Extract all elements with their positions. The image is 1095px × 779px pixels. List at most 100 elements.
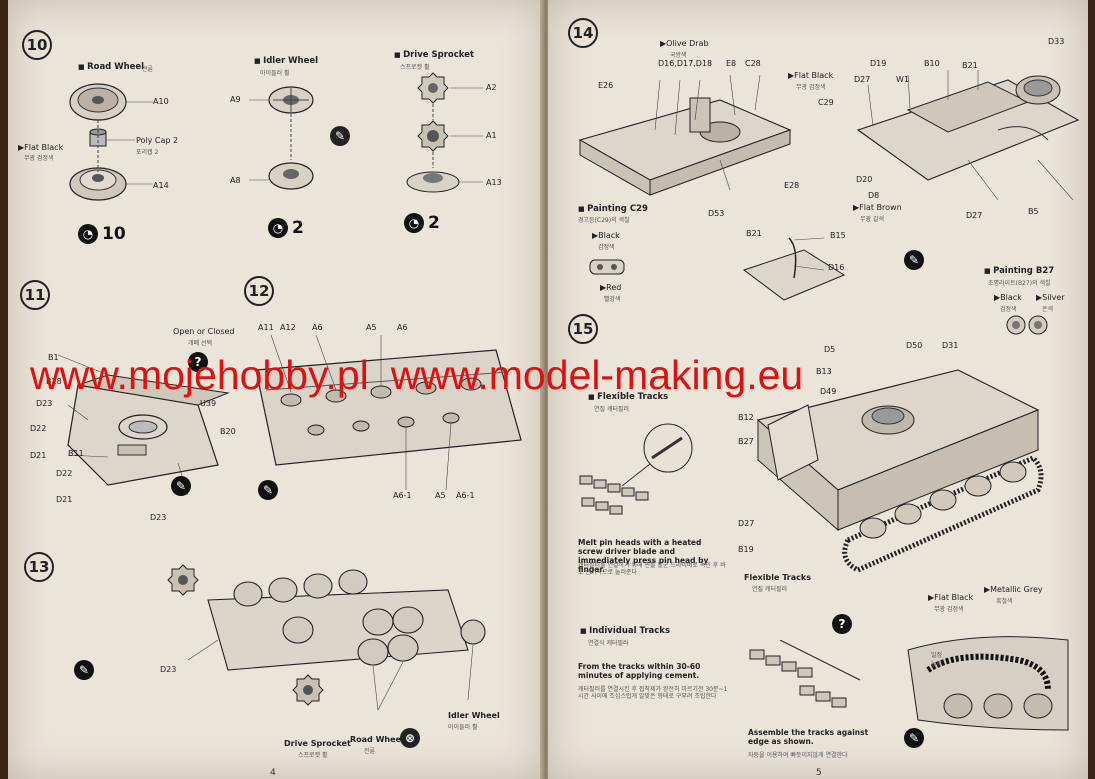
hull-with-tracks-drawing	[756, 369, 1044, 573]
open-closed-korean: 개폐 선택	[188, 340, 212, 347]
right-page: 14 ▶Olive Drab 국방색 D16,D17,D18 E8 C28 E2…	[548, 0, 1088, 779]
part-label-d53: D53	[708, 209, 725, 218]
hatch-sub-assembly-drawing	[742, 237, 846, 301]
step-14-number: 14	[568, 18, 598, 48]
part-label-b20: B20	[220, 427, 236, 436]
part-label-a2: A2	[486, 83, 497, 92]
glue-tube-icon: ✎	[74, 660, 94, 680]
flexible-tracks-label: Flexible Tracks	[744, 573, 811, 582]
paint-metallic-grey-korean: 흑철색	[996, 598, 1013, 605]
part-label-d19: D19	[870, 59, 887, 68]
paint-flat-brown-korean: 무광 갈색	[860, 216, 884, 223]
paint-silver-korean: 은색	[1042, 306, 1054, 313]
part-label-a6: A6	[312, 323, 323, 332]
part-label-e28: E28	[784, 181, 800, 190]
part-label-b10: B10	[924, 59, 940, 68]
part-label-d50: D50	[906, 341, 923, 350]
drive-sprocket-label: Drive Sprocket	[284, 739, 351, 748]
b27-light-drawing	[1006, 315, 1048, 335]
part-label-d22b: D22	[56, 469, 73, 478]
part-label-a6-1: A6-1	[393, 491, 412, 500]
idler-wheel-drawing	[249, 86, 314, 190]
flexible-tracks-title: Flexible Tracks	[588, 392, 668, 402]
part-label-a5b: A5	[435, 491, 446, 500]
rear-deck-drawing	[856, 70, 1080, 201]
part-label-d21b: D21	[56, 495, 73, 504]
step-12-number: 12	[244, 276, 274, 306]
part-label-b21-sub: B21	[746, 229, 762, 238]
part-label-polycap: Poly Cap 2	[136, 136, 179, 145]
question-choice-icon: ?	[832, 614, 852, 634]
part-label-a5: A5	[366, 323, 377, 332]
question-choice-icon: ?	[188, 352, 208, 372]
cement-glue-icon: ◔	[268, 218, 288, 238]
individual-tracks-korean: 연결식 캐터필러	[588, 640, 629, 647]
glue-tube-icon: ✎	[258, 480, 278, 500]
paint-black-c29-korean: 검정색	[598, 244, 615, 251]
individual-track-links-drawing	[749, 640, 861, 708]
painting-c29-korean: 경고등(C29)의 색칠	[578, 217, 630, 224]
part-label-d22: D22	[30, 424, 47, 433]
glue-tube-icon: ✎	[171, 476, 191, 496]
part-label-e26: E26	[598, 81, 614, 90]
part-label-a8: A8	[230, 176, 241, 185]
part-label-a1: A1	[486, 131, 497, 140]
rear-hull-drawing	[578, 74, 792, 196]
paint-olive-drab: ▶Olive Drab	[660, 39, 709, 48]
paint-flat-black-15-korean: 무광 검정색	[934, 606, 964, 613]
paint-flat-black-14-korean: 무광 검정색	[796, 84, 826, 91]
paint-flat-black-korean: 무광 검정색	[24, 155, 54, 162]
drive-sprocket-drawing	[406, 72, 483, 193]
part-label-d23-step13: D23	[160, 665, 177, 674]
do-not-glue-icon: ⊗	[400, 728, 420, 748]
painting-b27-title: Painting B27	[984, 266, 1054, 276]
part-label-b5: B5	[1028, 207, 1039, 216]
paint-flat-black: ▶Flat Black	[18, 143, 64, 152]
part-label-c29: C29	[818, 98, 834, 107]
paint-black-b27-korean: 검정색	[1000, 306, 1017, 313]
glue-tube-icon: ✎	[330, 126, 350, 146]
watermark-left-url: www.mojehobby.pl	[30, 352, 369, 398]
part-label-a6b: A6	[397, 323, 408, 332]
left-page-number: 4	[270, 768, 276, 778]
idler-wheel-quantity: 2	[292, 218, 304, 238]
part-label-b27: B27	[738, 437, 754, 446]
part-label-d8: D8	[868, 191, 880, 200]
suspension-assembly-drawing	[167, 564, 486, 711]
part-label-b21: B21	[962, 61, 978, 70]
painting-c29-title: Painting C29	[578, 204, 648, 214]
part-label-d27b: D27	[966, 211, 983, 220]
road-wheel-quantity: 10	[102, 224, 126, 244]
part-label-d33: D33	[1048, 37, 1065, 46]
part-label-d16: D16	[828, 263, 845, 272]
road-wheel-drawing	[69, 83, 153, 201]
paint-metallic-grey: ▶Metallic Grey	[984, 585, 1043, 594]
part-label-d21: D21	[30, 451, 47, 460]
part-label-a6-1b: A6-1	[456, 491, 475, 500]
part-label-c28: C28	[745, 59, 761, 68]
part-label-d49: D49	[820, 387, 837, 396]
road-wheel-title: Road Wheel	[78, 62, 144, 72]
step-15-number: 15	[568, 314, 598, 344]
part-label-d23: D23	[36, 399, 53, 408]
paint-red-korean: 빨강색	[604, 296, 621, 303]
flexible-tracks-korean: 연질 캐터필러	[594, 406, 630, 413]
idler-wheel-label-korean: 아이들러 휠	[448, 724, 478, 731]
polycap-korean: 포리캡 2	[136, 149, 159, 156]
left-page: 10 Road Wheel 전륜 A10 Poly Cap 2 포리캡 2 A1…	[8, 0, 543, 779]
c29-light-drawing	[589, 259, 625, 275]
part-label-a9: A9	[230, 95, 241, 104]
paint-silver: ▶Silver	[1036, 293, 1065, 302]
paint-red: ▶Red	[600, 283, 622, 292]
assemble-tracks-instruction-korean: 자등을 이용하여 빠듯이지않게 연결한다	[748, 752, 848, 759]
cement-time-instruction: From the tracks within 30-60 minutes of …	[578, 662, 701, 680]
idler-wheel-korean: 아이들러 휠	[260, 70, 290, 77]
open-closed-note: Open or Closed	[173, 327, 235, 336]
part-label-w1: W1	[896, 75, 909, 84]
drive-sprocket-korean: 스프로켓 휠	[400, 64, 430, 71]
part-label-d27: D27	[854, 75, 871, 84]
drive-sprocket-label-korean: 스프로켓 휠	[298, 752, 328, 759]
part-label-a11: A11	[258, 323, 274, 332]
